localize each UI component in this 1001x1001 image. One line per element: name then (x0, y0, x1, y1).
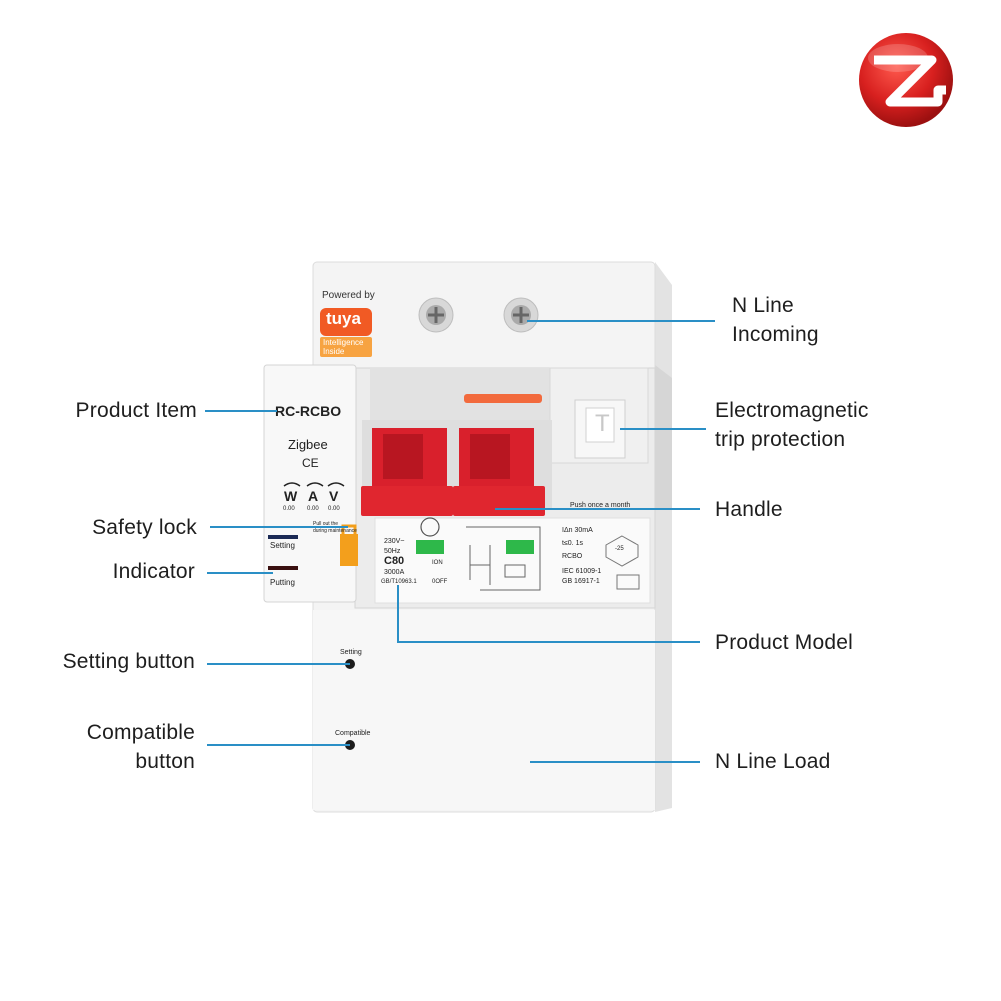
setting-button-label: Setting (340, 649, 362, 656)
rating-breaking: 3000A (384, 569, 405, 576)
off-label: 0OFF (432, 579, 448, 585)
rcbo-label: RCBO (562, 553, 583, 560)
leader-n-line-incoming (527, 320, 715, 322)
putting-indicator-label: Putting (270, 578, 295, 587)
leader-em-trip (620, 428, 706, 430)
callout-n-line-incoming-line2: Incoming (732, 323, 819, 346)
callout-compatible-line1: Compatible (86, 721, 195, 744)
protocol-label: Zigbee (288, 437, 328, 452)
powered-by-text: Powered by (322, 290, 375, 301)
idn-label: IΔn 30mA (562, 527, 593, 534)
meter-v-value: 0.00 (328, 506, 340, 512)
meter-a-value: 0.00 (307, 506, 319, 512)
callout-product-item: Product Item (75, 399, 197, 422)
callout-em-trip: Electromagnetic trip protection (715, 396, 869, 454)
meter-a: A (308, 488, 319, 504)
model-title: RC-RCBO (275, 403, 342, 419)
gb-label: GB 16917-1 (562, 578, 600, 585)
iec-label: IEC 61009-1 (562, 568, 602, 575)
callout-indicator: Indicator (112, 560, 195, 583)
trip-time-label: t≤0. 1s (562, 540, 583, 547)
callout-n-line-load: N Line Load (715, 750, 831, 773)
callout-setting-button: Setting button (62, 650, 195, 673)
lock-note-2: during maintenance (313, 528, 357, 534)
zigbee-logo-icon (859, 33, 953, 127)
temp-label: -25 (615, 546, 624, 552)
callout-em-trip-line2: trip protection (715, 428, 846, 451)
leader-setting-button (207, 663, 350, 665)
callout-n-line-incoming: N Line Incoming (732, 291, 819, 349)
leader-handle (495, 508, 700, 510)
meter-v: V (329, 488, 339, 504)
rating-standard: GB/T10963.1 (381, 579, 417, 585)
ce-mark: CE (302, 456, 319, 470)
callout-compatible-button: Compatible button (87, 718, 195, 776)
meter-w-value: 0.00 (283, 506, 295, 512)
lock-note-1: Pull out the (313, 521, 339, 527)
top-terminal-screws (418, 297, 539, 333)
leader-n-line-load (530, 761, 700, 763)
rating-voltage: 230V~ (384, 538, 405, 545)
tuya-tag-1: Intelligence (323, 338, 364, 347)
callout-handle: Handle (715, 498, 783, 521)
leader-product-model (397, 641, 700, 643)
tuya-tag-2: Inside (323, 347, 345, 356)
leader-indicator (207, 572, 273, 574)
callout-n-line-incoming-line1: N Line (732, 294, 794, 317)
leader-product-model-v (397, 585, 399, 642)
callout-safety-lock: Safety lock (92, 516, 197, 539)
rating-frequency: 50Hz (384, 548, 401, 555)
callout-compatible-line2: button (135, 750, 195, 773)
leader-product-item (205, 410, 277, 412)
test-key-label[interactable]: T (595, 410, 610, 437)
rating-model: C80 (384, 555, 405, 567)
compatible-button-label: Compatible (335, 730, 371, 737)
leader-compatible-button (207, 744, 350, 746)
meter-w: W (284, 488, 298, 504)
tuya-logo-text: tuya (326, 309, 361, 328)
setting-indicator-label: Setting (270, 541, 295, 550)
push-text: Push once a month (570, 502, 631, 509)
callout-product-model: Product Model (715, 631, 854, 654)
callout-em-trip-line1: Electromagnetic (715, 399, 869, 422)
on-label: ION (432, 560, 443, 566)
leader-safety-lock (210, 526, 348, 528)
